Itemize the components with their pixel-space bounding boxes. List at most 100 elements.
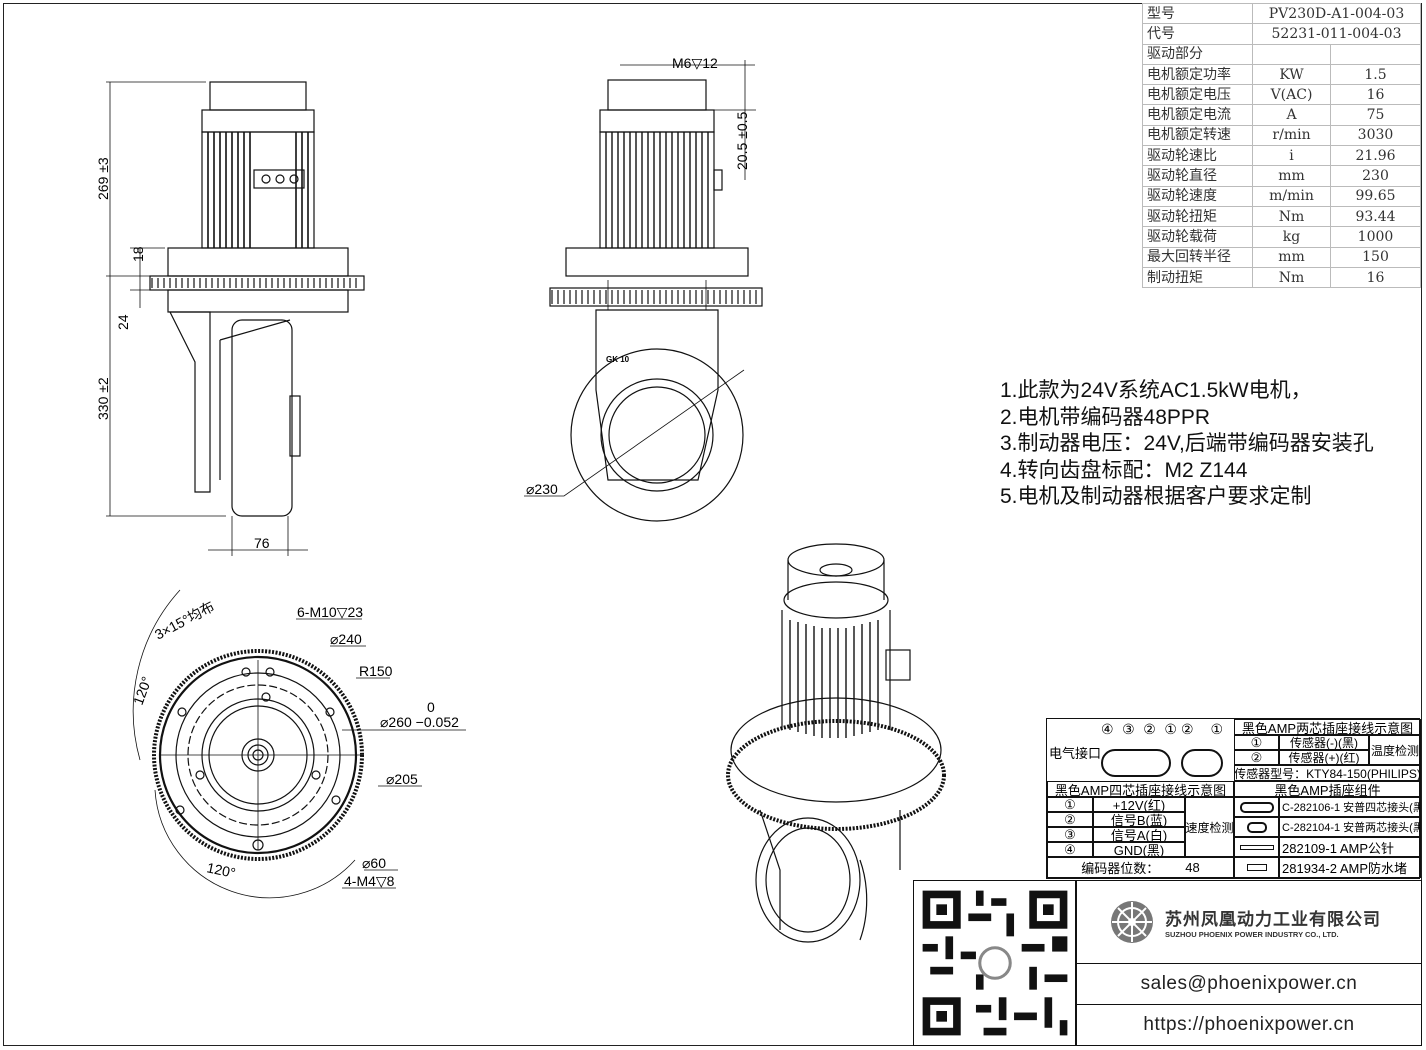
spec-unit: Nm: [1252, 205, 1331, 228]
spec-label: 代号: [1142, 23, 1253, 45]
spec-row: 驱动部分: [1142, 43, 1421, 65]
function-temperature: 温度检测: [1369, 735, 1421, 765]
spec-label: 电机额定功率: [1142, 63, 1253, 86]
dim-d260: ⌀260 −0.052: [380, 714, 459, 730]
qr-code: [913, 880, 1076, 1046]
function-speed: 速度检测: [1185, 797, 1234, 857]
spec-unit: V(AC): [1252, 84, 1331, 106]
spec-unit: mm: [1252, 246, 1331, 268]
company-name-en: SUZHOU PHOENIX POWER INDUSTRY CO., LTD.: [1165, 930, 1339, 939]
note: 2.电机带编码器48PPR: [1000, 405, 1211, 429]
dim-18: 18: [130, 246, 146, 262]
spec-unit: Nm: [1252, 266, 1331, 289]
dim-d230: ⌀230: [526, 481, 558, 497]
spec-label: 电机额定电流: [1142, 104, 1253, 126]
waterproof-plug-icon: [1234, 857, 1279, 878]
pin: ③: [1047, 827, 1093, 842]
spec-label: 驱动轮扭矩: [1142, 205, 1253, 228]
dim-330: 330 ±2: [95, 377, 111, 420]
front-view: [106, 81, 365, 556]
spec-label: 驱动轮速度: [1142, 185, 1253, 207]
spec-label: 电机额定电压: [1142, 84, 1253, 106]
four-core-title: 黑色AMP四芯插座接线示意图: [1047, 781, 1234, 797]
bottom-view: [132, 589, 466, 899]
pin-number: ②: [1181, 721, 1194, 737]
dim-24: 24: [115, 314, 131, 330]
dim-d205: ⌀205: [386, 771, 418, 787]
two-core-plug-icon: [1234, 817, 1279, 837]
note: 4.转向齿盘标配：M2 Z144: [1000, 458, 1248, 482]
connector-label: 电气接口: [1049, 745, 1102, 761]
four-core-plug-icon: [1234, 797, 1279, 817]
spec-value: 99.65: [1330, 185, 1421, 207]
company-logo-icon: [1111, 901, 1153, 943]
pin-desc: +12V(红): [1093, 797, 1185, 812]
spec-value: 1.5: [1330, 63, 1421, 86]
pin-number: ③: [1122, 721, 1135, 737]
dim-d60: ⌀60: [362, 855, 386, 871]
pin-desc: 信号A(白): [1093, 827, 1185, 842]
dim-269: 269 ±3: [95, 157, 111, 200]
dim-20-5: 20.5 ±0.5: [734, 112, 750, 170]
two-core-title: 黑色AMP两芯插座接线示意图: [1234, 719, 1421, 735]
spec-value: 75: [1330, 104, 1421, 126]
spec-value: 1000: [1330, 226, 1421, 248]
pin-number: ②: [1143, 721, 1156, 737]
spec-unit: i: [1252, 145, 1331, 167]
pin-number: ①: [1164, 721, 1177, 737]
spec-unit: A: [1252, 104, 1331, 126]
spec-value: PV230D-A1-004-03: [1252, 2, 1421, 25]
company-url[interactable]: https://phoenixpower.cn: [1076, 1004, 1422, 1046]
spec-unit: kg: [1252, 226, 1331, 248]
company-name-cn: 苏州凤凰动力工业有限公司: [1165, 910, 1381, 929]
pin: ②: [1234, 750, 1279, 765]
dim-d240: ⌀240: [330, 631, 362, 647]
isometric-view: [726, 543, 946, 943]
male-pin-icon: [1234, 837, 1279, 857]
dim-m6: M6▽12: [672, 55, 718, 71]
spec-label: 型号: [1142, 2, 1253, 25]
spec-label: 最大回转半径: [1142, 246, 1253, 268]
pin-number: ①: [1210, 721, 1223, 737]
dim-120-left: 120°: [130, 674, 155, 707]
spec-value: 150: [1330, 246, 1421, 268]
spec-label: 驱动轮直径: [1142, 165, 1253, 187]
assembly-title: 黑色AMP插座组件: [1234, 781, 1421, 797]
spec-label: 驱动部分: [1142, 43, 1253, 65]
side-view: [524, 60, 763, 522]
company-block: 苏州凤凰动力工业有限公司 SUZHOU PHOENIX POWER INDUST…: [1076, 880, 1422, 964]
encoder-value: 48: [1185, 860, 1200, 875]
spec-unit: mm: [1252, 165, 1331, 187]
encoder-label: 编码器位数：: [1081, 861, 1160, 876]
pin-desc: 信号B(蓝): [1093, 812, 1185, 827]
spec-value: [1330, 43, 1421, 65]
spec-value: 3030: [1330, 124, 1421, 147]
pin-number: ④: [1101, 721, 1114, 737]
pin: ④: [1047, 842, 1093, 857]
dim-76: 76: [254, 535, 270, 551]
spec-unit: r/min: [1252, 124, 1331, 147]
dim-m10: 6-M10▽23: [297, 604, 363, 620]
spec-value: 93.44: [1330, 205, 1421, 228]
spec-value: 16: [1330, 84, 1421, 106]
pin: ②: [1047, 812, 1093, 827]
assembly-item: C-282106-1 安普四芯接头(黑): [1279, 797, 1421, 817]
note: 5.电机及制动器根据客户要求定制: [1000, 485, 1312, 508]
spec-unit: KW: [1252, 63, 1331, 86]
note: 1.此款为24V系统AC1.5kW电机，: [1000, 379, 1312, 402]
company-email[interactable]: sales@phoenixpower.cn: [1076, 963, 1422, 1005]
spec-label: 驱动轮载荷: [1142, 226, 1253, 248]
